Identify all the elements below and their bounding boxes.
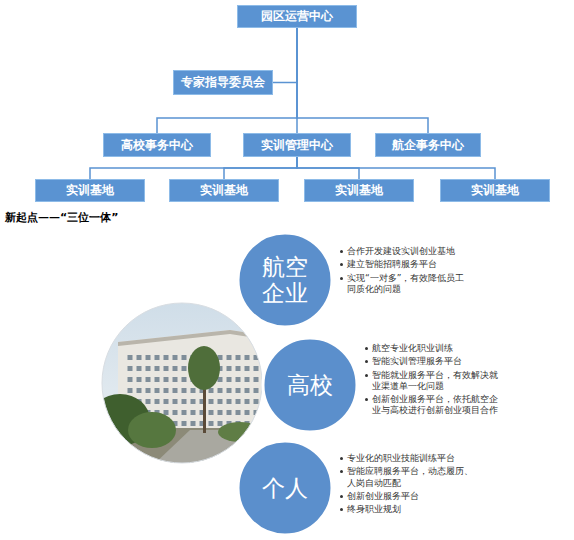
connector-line: [224, 157, 297, 179]
bullet-dot: [340, 495, 343, 498]
bullet-item: 智能就业服务平台，有效解决就业渠道单一化问题: [365, 370, 501, 393]
bullet-dot: [365, 374, 368, 377]
circle-label: 高校: [287, 372, 333, 398]
bullet-text: 终身职业规划: [347, 504, 476, 515]
department-box: 实训管理中心: [243, 133, 351, 157]
base-box: 实训基地: [169, 179, 279, 202]
bullet-text: 合作开发建设实训创业基地: [347, 246, 468, 257]
bullet-dot: [365, 360, 368, 363]
committee-box: 专家指导委员会: [173, 70, 273, 95]
bullet-dot: [340, 277, 343, 280]
party-circle: 个人: [236, 439, 334, 537]
bullet-item: 创新创业服务平台: [340, 491, 476, 502]
bullet-item: 终身职业规划: [340, 504, 476, 515]
box-label: 实训基地: [471, 182, 519, 199]
circle-fill: [263, 338, 357, 432]
connector-line: [273, 28, 297, 83]
bullet-text: 专业化的职业技能训练平台: [347, 453, 476, 464]
bullet-text: 创新创业服务平台: [347, 491, 476, 502]
bullet-text: 创新创业服务平台，依托航空企业与高校进行创新创业项目合作: [372, 394, 501, 417]
photo-tree: [128, 412, 176, 448]
circle-label: 航空企业: [260, 254, 310, 307]
bullet-item: 专业化的职业技能训练平台: [340, 453, 476, 464]
department-box: 航企事务中心: [375, 133, 481, 157]
bullet-text: 智能应聘服务平台，动态履历、人岗自动匹配: [347, 466, 476, 489]
bullet-text: 建立智能招聘服务平台: [347, 259, 468, 270]
bullet-item: 智能实训管理服务平台: [365, 356, 501, 367]
heading-text: 新起点——“三位一体”: [5, 210, 118, 225]
base-box: 实训基地: [35, 179, 145, 202]
photo-tree: [188, 346, 220, 390]
center-box: 园区运营中心: [237, 5, 357, 28]
bullet-item: 建立智能招聘服务平台: [340, 259, 468, 270]
box-label: 实训基地: [66, 182, 114, 199]
bullet-item: 智能应聘服务平台，动态履历、人岗自动匹配: [340, 466, 476, 489]
base-box: 实训基地: [304, 179, 414, 202]
bullet-dot: [365, 347, 368, 350]
bullet-item: 航空专业化职业训练: [365, 343, 501, 354]
box-label: 实训基地: [200, 182, 248, 199]
party-circle: 高校: [261, 336, 359, 434]
circle-label: 个人: [262, 475, 308, 501]
section-heading: 新起点——“三位一体”: [5, 210, 118, 225]
box-label: 专家指导委员会: [181, 74, 265, 91]
department-box: 高校事务中心: [103, 133, 211, 157]
circle-fill: [238, 441, 332, 535]
bullet-text: 实现“一对多”，有效降低员工同质化的问题: [347, 273, 468, 296]
circle-fill: [238, 233, 332, 327]
bullet-dot: [340, 263, 343, 266]
connector-line: [297, 28, 428, 133]
bullet-text: 智能就业服务平台，有效解决就业渠道单一化问题: [372, 370, 501, 393]
box-label: 航企事务中心: [392, 137, 464, 154]
photo-scene: [90, 300, 268, 470]
party-circle: 航空企业: [236, 231, 334, 329]
bullet-dot: [340, 250, 343, 253]
bullet-dot: [365, 398, 368, 401]
bullet-text: 航空专业化职业训练: [372, 343, 501, 354]
connector-line: [297, 157, 495, 179]
bullet-dot: [340, 508, 343, 511]
photo-frame: [102, 303, 262, 463]
box-label: 实训管理中心: [261, 137, 333, 154]
bullet-dot: [340, 470, 343, 473]
connector-line: [90, 157, 297, 179]
photo-bush: [218, 422, 262, 442]
bullet-text: 智能实训管理服务平台: [372, 356, 501, 367]
bullet-dot: [340, 457, 343, 460]
box-label: 高校事务中心: [121, 137, 193, 154]
box-label: 实训基地: [335, 182, 383, 199]
base-box: 实训基地: [440, 179, 550, 202]
bullet-item: 实现“一对多”，有效降低员工同质化的问题: [340, 273, 468, 296]
bullet-item: 创新创业服务平台，依托航空企业与高校进行创新创业项目合作: [365, 394, 501, 417]
box-label: 园区运营中心: [261, 8, 333, 25]
connector-line: [157, 28, 297, 133]
photo-sky: [100, 300, 266, 470]
photo-roof: [118, 330, 268, 346]
bullet-item: 合作开发建设实训创业基地: [340, 246, 468, 257]
